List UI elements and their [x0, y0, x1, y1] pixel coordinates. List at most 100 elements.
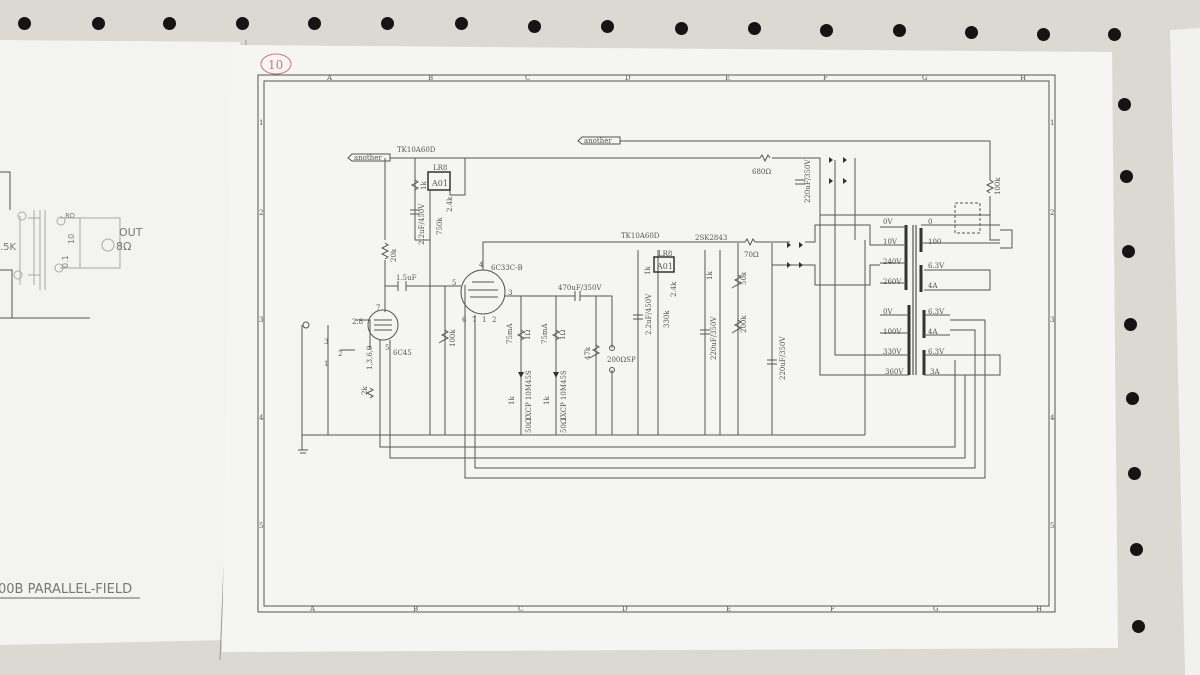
main-sheet	[222, 45, 1118, 652]
resistor-value: 10	[67, 234, 76, 244]
mosfet-label: TK10A60D	[397, 146, 436, 154]
peg-hole	[1130, 543, 1143, 556]
tap-label: 330V	[883, 348, 902, 356]
out-impedance: 8Ω	[116, 240, 131, 253]
row-label: 2	[1050, 209, 1054, 217]
cap-label: 220uF/350V	[779, 336, 787, 380]
pin-label: 7	[376, 304, 380, 312]
res-label: 200k	[740, 315, 748, 333]
res-label: 1k	[644, 266, 652, 275]
col-label: D	[625, 74, 631, 82]
ccs-label: IXCP 10M45S	[525, 370, 533, 420]
primary-label: .5K	[0, 242, 17, 253]
col-label: B	[428, 74, 433, 82]
schematic: another another TK10A60D TK10A60D 2SK284…	[298, 136, 1013, 479]
res-label: 1Ω	[559, 330, 567, 340]
peg-hole	[675, 22, 688, 35]
row-label: 3	[1050, 316, 1054, 324]
peg-hole	[455, 17, 468, 30]
res-label: 680Ω	[752, 168, 771, 176]
ccs-label: IXCP 10M45S	[560, 370, 568, 420]
regulator-lr8	[653, 256, 675, 273]
pin-label: 1	[482, 316, 486, 324]
regulator-label: A01	[431, 179, 448, 188]
tag-label: another	[354, 154, 382, 162]
peg-hole	[18, 17, 31, 30]
peg-hole	[1122, 245, 1135, 258]
tap-label: 0V	[883, 218, 893, 226]
peg-hole	[1128, 467, 1141, 480]
pin-label: 3	[508, 289, 512, 297]
cap-label: 470uF/350V	[558, 284, 602, 292]
res-label: 20k	[390, 248, 398, 262]
cap-label: 1.5uF	[396, 274, 417, 282]
peg-hole	[893, 24, 906, 37]
res-label: 50Ω	[525, 418, 533, 433]
res-label: 1k	[706, 271, 714, 280]
peg-hole	[1124, 318, 1137, 331]
col-label: E	[725, 74, 730, 82]
regulator-label: LR8	[658, 250, 672, 258]
res-label: 750k	[436, 217, 444, 235]
pin-label: 7	[472, 316, 476, 324]
res-label: 2k	[361, 386, 369, 395]
col-label: G	[933, 605, 939, 613]
regulator-lr8	[427, 171, 451, 191]
row-label: 3	[259, 316, 263, 324]
pin-label: 2.8	[352, 318, 363, 326]
pin-label: 1,3,6,9	[366, 346, 374, 371]
peg-hole	[601, 20, 614, 33]
tap-label: 4A	[928, 328, 938, 336]
peg-hole	[820, 24, 833, 37]
peg-hole	[528, 20, 541, 33]
pin-label: 1	[324, 360, 328, 368]
res-label: 2.4k	[446, 196, 454, 212]
col-label: C	[525, 74, 530, 82]
cap-label: 2.2uF/450V	[645, 293, 653, 335]
mosfet-label: 2SK2843	[695, 234, 727, 242]
col-label: H	[1036, 605, 1042, 613]
rectifier-diodes	[518, 157, 847, 378]
pin-label: 4	[479, 261, 484, 269]
res-label: 1Ω	[524, 330, 532, 340]
cap-label: 2.2uF/450V	[418, 203, 426, 245]
tube-label: 6C45	[393, 349, 412, 357]
current-label: 75mA	[541, 322, 549, 344]
tap-label: 0	[928, 218, 932, 226]
tube-6c33c	[460, 269, 506, 315]
col-label: G	[922, 74, 928, 82]
peg-hole	[92, 17, 105, 30]
pin-label: 5	[452, 279, 456, 287]
left-title: 00B PARALLEL-FIELD	[0, 582, 132, 597]
pin-label: 6	[462, 316, 467, 324]
res-label: 1k	[543, 396, 551, 405]
tap-label: 3A	[930, 368, 940, 376]
col-label: D	[622, 605, 628, 613]
col-label: F	[823, 74, 828, 82]
pin-label: 5	[385, 344, 389, 352]
current-label: 75mA	[506, 322, 514, 344]
regulator-label: LR8	[433, 164, 447, 172]
tap-label: 100V	[883, 328, 902, 336]
tap-label: 360V	[885, 368, 904, 376]
mosfet-label: TK10A60D	[621, 232, 660, 240]
tap-label: 100	[928, 238, 941, 246]
col-label: F	[830, 605, 835, 613]
col-label: A	[326, 74, 333, 82]
res-label: 2.4k	[670, 281, 678, 297]
row-label: 4	[259, 414, 264, 422]
tube-label: 6C33C-B	[491, 264, 523, 272]
pin-label: 3	[324, 338, 328, 346]
peg-hole	[1132, 620, 1145, 633]
drawing-frame: A B C D E F G H A B C D E F G H 1 2 3 4 …	[257, 74, 1056, 613]
right-sheet	[1170, 28, 1200, 675]
res-label: 47k	[584, 346, 592, 360]
peg-hole	[1108, 28, 1121, 41]
peg-hole	[236, 17, 249, 30]
pin-label: 2	[338, 350, 342, 358]
out-label: OUT	[119, 226, 143, 239]
col-label: B	[413, 605, 418, 613]
speaker-icon	[101, 238, 115, 252]
tap-label: 6.3V	[928, 308, 945, 316]
left-sheet: .5K OUT 8Ω 8Ω 10 0.1 00B PARALLEL-FIELD	[0, 39, 247, 661]
